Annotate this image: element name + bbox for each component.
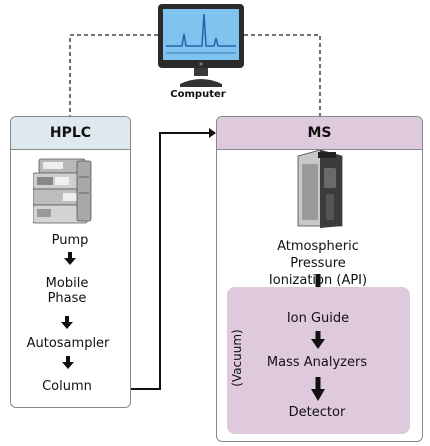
hplc-title: HPLC: [11, 117, 130, 150]
column-to-ms-line: [131, 132, 209, 390]
vacuum-label: (Vacuum): [230, 329, 244, 387]
arrow-down-icon: [311, 377, 325, 401]
column-to-ms-arrowhead: [209, 128, 216, 138]
hplc-instrument-icon: [33, 158, 92, 224]
ms-step-mass-analyzers: Mass Analyzers: [266, 355, 368, 370]
arrow-down-icon: [64, 252, 76, 265]
computer-ms-dashed-link: [244, 34, 321, 116]
hplc-step-mobile-phase: Mobile Phase: [45, 276, 89, 306]
ms-step-ion-guide: Ion Guide: [286, 311, 350, 326]
computer-hplc-dashed-link: [69, 34, 158, 116]
arrow-down-icon: [62, 356, 74, 369]
computer-label: Computer: [170, 89, 226, 100]
arrow-down-icon: [61, 316, 73, 329]
hplc-step-autosampler: Autosampler: [26, 336, 110, 351]
ms-title: MS: [217, 117, 422, 150]
arrow-down-icon: [311, 331, 325, 349]
hplc-step-column: Column: [42, 379, 92, 394]
computer-monitor-icon: [158, 4, 244, 87]
ms-instrument-icon: [297, 150, 343, 228]
vacuum-region: [227, 287, 410, 434]
hplc-step-pump: Pump: [51, 233, 89, 248]
ms-step-detector: Detector: [288, 405, 346, 420]
